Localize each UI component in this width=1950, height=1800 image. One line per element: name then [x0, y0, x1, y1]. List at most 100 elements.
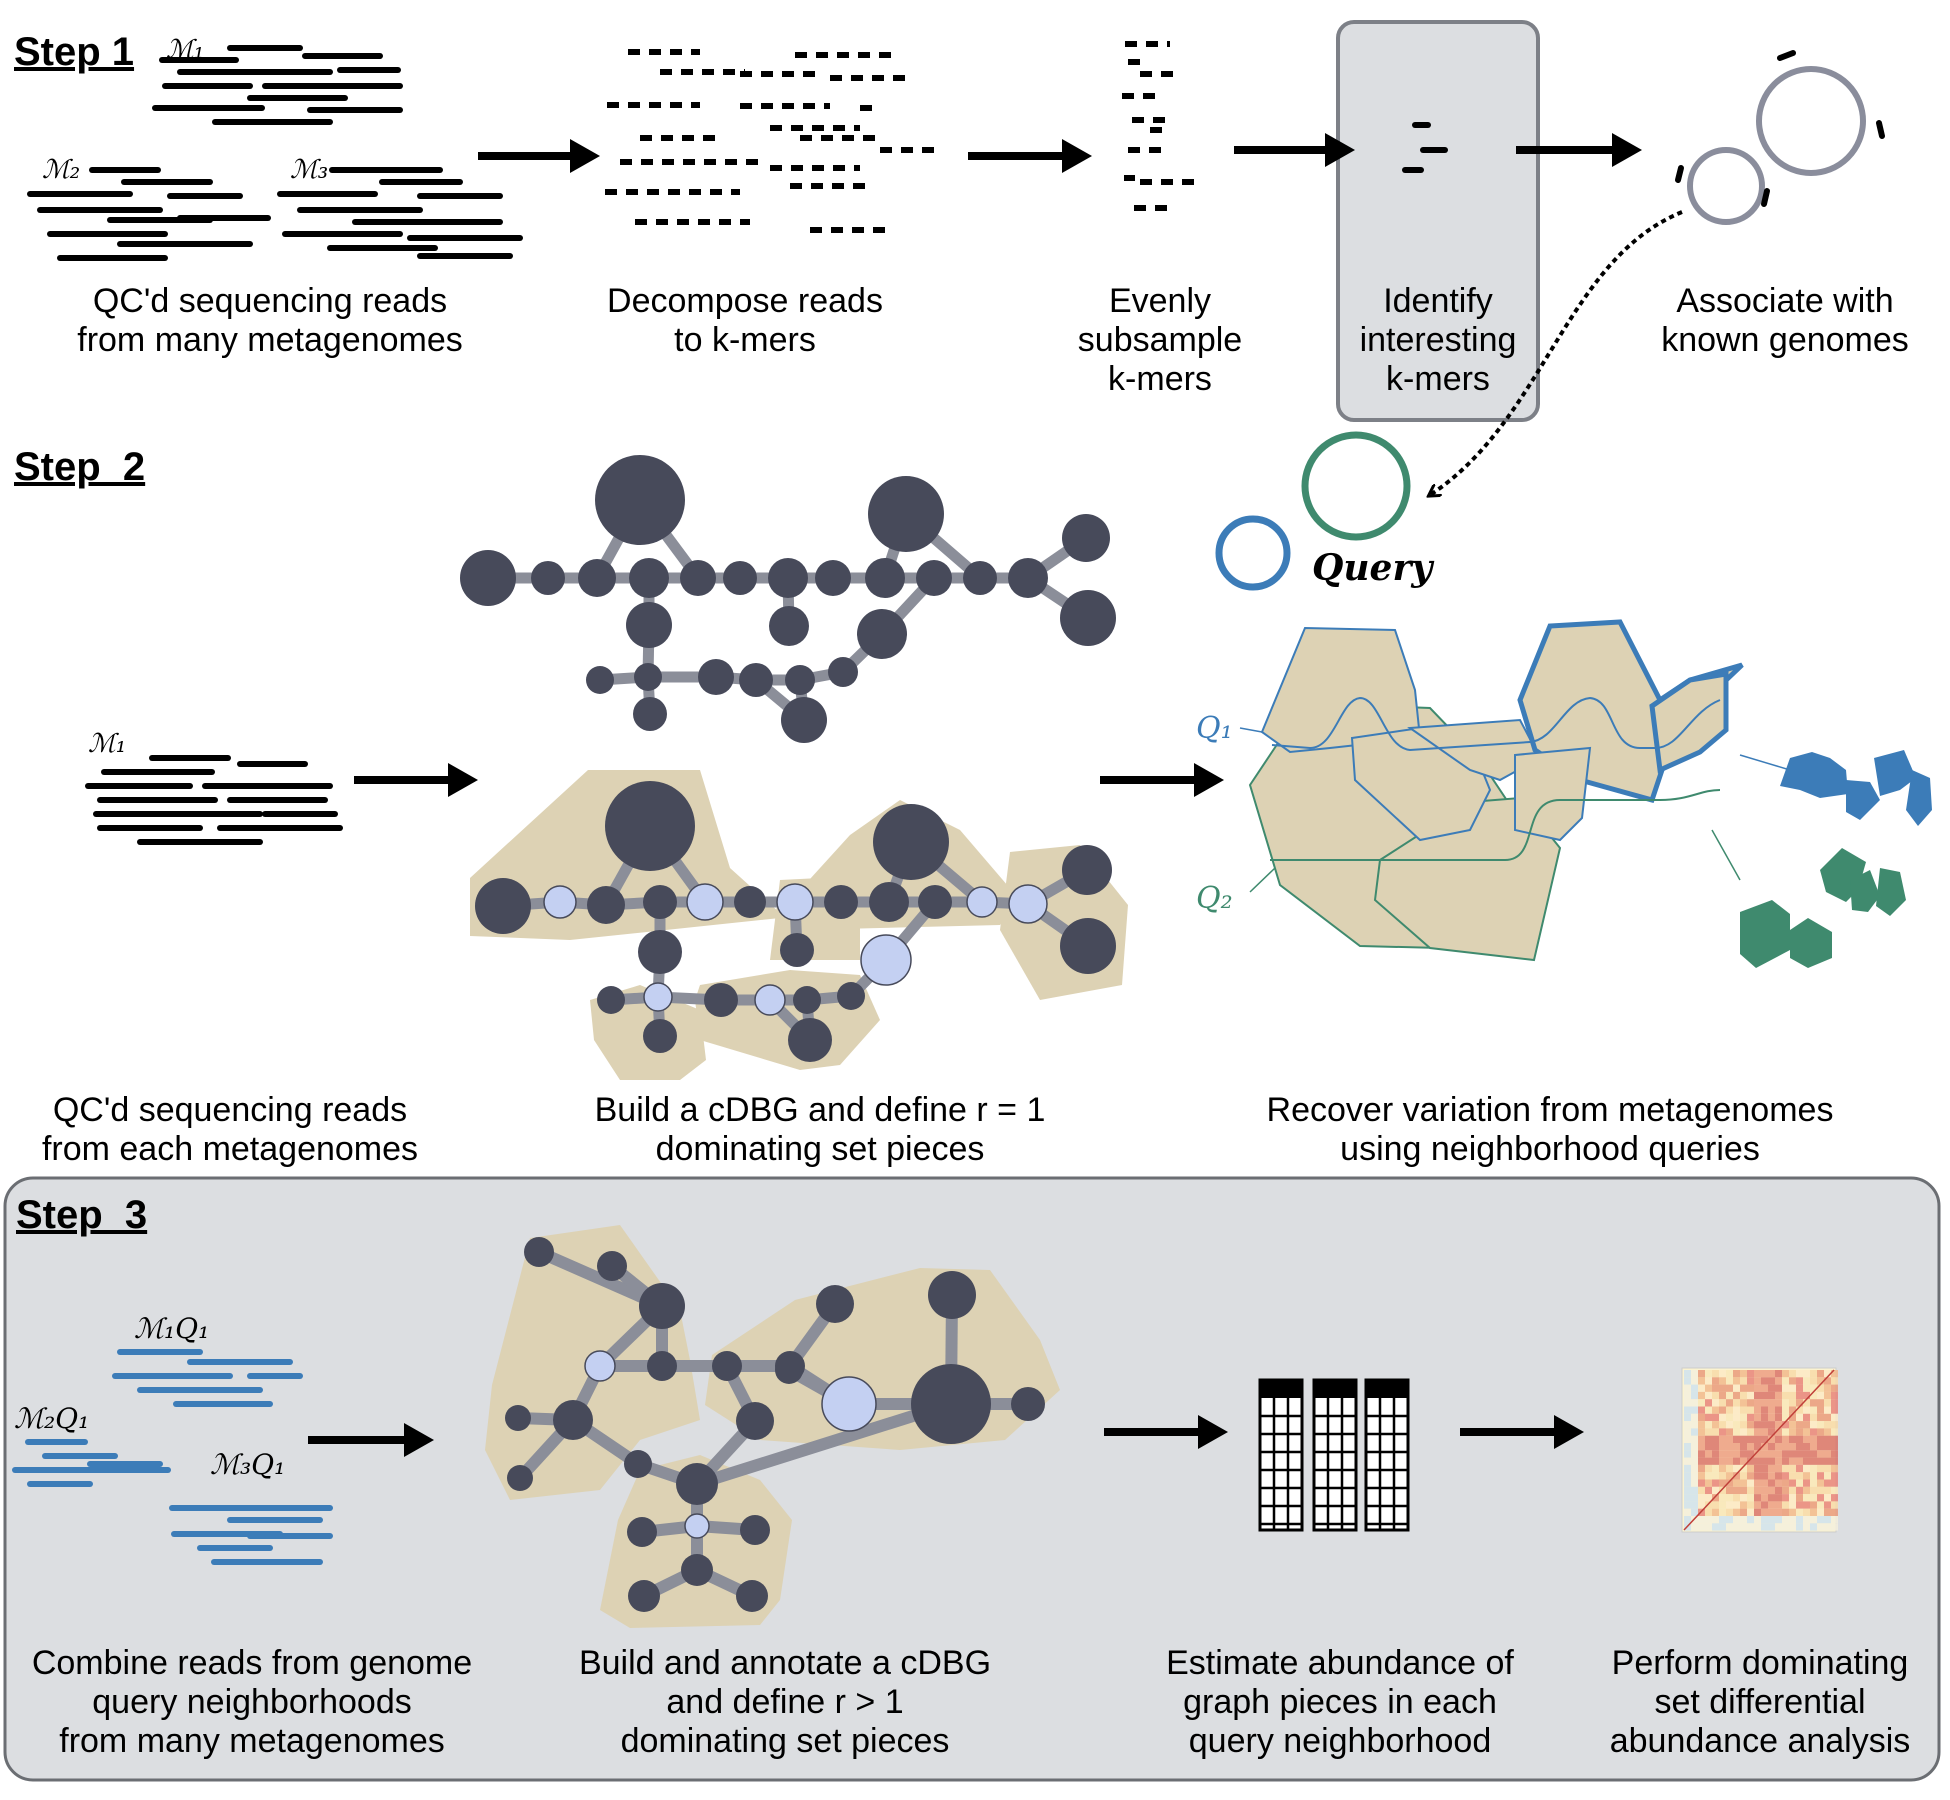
- heatmap-cell: [1768, 1413, 1775, 1422]
- heatmap-cell: [1824, 1428, 1831, 1436]
- caption-combine: Combine reads from genome query neighbor…: [0, 1644, 504, 1761]
- heatmap-cell: [1712, 1479, 1719, 1487]
- heatmap-cell: [1775, 1428, 1782, 1436]
- heatmap-cell: [1810, 1391, 1817, 1400]
- heatmap-cell: [1782, 1399, 1789, 1407]
- heatmap-cell: [1691, 1406, 1698, 1414]
- heatmap-cell: [1726, 1428, 1733, 1436]
- caption-line: Estimate abundance of: [1166, 1644, 1514, 1682]
- heatmap-cell: [1712, 1464, 1719, 1473]
- heatmap-cell: [1803, 1443, 1810, 1451]
- heatmap-cell: [1817, 1370, 1824, 1378]
- heatmap-cell: [1712, 1501, 1719, 1509]
- heatmap-cell: [1810, 1435, 1817, 1443]
- heatmap-cell: [1761, 1457, 1768, 1465]
- heatmap-cell: [1775, 1464, 1782, 1473]
- heatmap-cell: [1789, 1384, 1796, 1392]
- heatmap-cell: [1712, 1391, 1719, 1400]
- heatmap-cell: [1747, 1443, 1754, 1451]
- heatmap-cell: [1775, 1435, 1782, 1443]
- heatmap-cell: [1810, 1399, 1817, 1407]
- heatmap-cell: [1747, 1508, 1754, 1516]
- heatmap-cell: [1817, 1501, 1824, 1509]
- caption-line: Perform dominating: [1611, 1644, 1909, 1682]
- heatmap-cell: [1796, 1494, 1803, 1502]
- heatmap-cell: [1768, 1384, 1775, 1392]
- heatmap-cell: [1747, 1399, 1754, 1407]
- graph-node: [1060, 918, 1116, 974]
- heatmap-cell: [1740, 1428, 1747, 1436]
- graph-node: [586, 666, 614, 694]
- label-m1q1: ℳ₁Q₁: [134, 1312, 209, 1345]
- heatmap-cell: [1810, 1450, 1817, 1458]
- heatmap-cell: [1705, 1508, 1712, 1516]
- heatmap-cell: [1733, 1494, 1740, 1502]
- heatmap-cell: [1810, 1443, 1817, 1451]
- caption-line: query neighborhood: [1188, 1722, 1492, 1760]
- caption-line: Identify: [1383, 282, 1493, 320]
- heatmap-cell: [1705, 1384, 1712, 1392]
- heatmap-cell: [1684, 1428, 1691, 1436]
- heatmap-cell: [1761, 1391, 1768, 1400]
- heatmap-cell: [1761, 1508, 1768, 1516]
- heatmap-cell: [1698, 1435, 1705, 1443]
- heatmap-cell: [1796, 1457, 1803, 1465]
- caption-qc-reads-each: QC'd sequencing reads from each metageno…: [10, 1091, 450, 1169]
- heatmap-cell: [1733, 1508, 1740, 1516]
- heatmap-cell: [1824, 1377, 1831, 1385]
- heatmap-cell: [1705, 1443, 1712, 1451]
- heatmap-cell: [1803, 1464, 1810, 1473]
- heatmap-cell: [1761, 1435, 1768, 1443]
- arrow-head: [1198, 1415, 1228, 1449]
- heatmap-cell: [1705, 1413, 1712, 1422]
- heatmap-cell: [1733, 1516, 1740, 1524]
- graph-node: [595, 455, 685, 545]
- heatmap-cell: [1719, 1479, 1726, 1487]
- heatmap-cell: [1719, 1435, 1726, 1443]
- caption-line: k-mers: [1108, 360, 1212, 398]
- heatmap-cell: [1698, 1523, 1705, 1531]
- dominating-node: [543, 885, 577, 919]
- graph-node: [918, 885, 952, 919]
- heatmap-cell: [1775, 1377, 1782, 1385]
- heatmap-cell: [1691, 1523, 1698, 1531]
- caption-qc-reads-many: QC'd sequencing reads from many metageno…: [30, 282, 510, 360]
- heatmap-cell: [1698, 1450, 1705, 1458]
- heatmap-cell: [1817, 1391, 1824, 1400]
- heatmap-cell: [1705, 1479, 1712, 1487]
- heatmap-cell: [1831, 1450, 1838, 1458]
- graph-node: [628, 1580, 660, 1612]
- graph-node: [873, 804, 949, 880]
- caption-line: Build and annotate a cDBG: [578, 1644, 992, 1682]
- caption-subsample: Evenly subsample k-mers: [1050, 282, 1270, 399]
- heatmap-cell: [1824, 1472, 1831, 1480]
- heatmap-cell: [1768, 1486, 1775, 1495]
- graph-node: [736, 1580, 768, 1612]
- heatmap-cell: [1803, 1472, 1810, 1480]
- heatmap-cell: [1824, 1370, 1831, 1378]
- heatmap-cell: [1817, 1508, 1824, 1516]
- heatmap-cell: [1684, 1384, 1691, 1392]
- heatmap-cell: [1768, 1370, 1775, 1378]
- heatmap-cell: [1817, 1486, 1824, 1495]
- heatmap-cell: [1817, 1450, 1824, 1458]
- arrow-head: [1194, 763, 1224, 797]
- heatmap-cell: [1796, 1464, 1803, 1473]
- heatmap-cell: [1754, 1428, 1761, 1436]
- heatmap-cell: [1733, 1457, 1740, 1465]
- graph-node: [587, 886, 625, 924]
- heatmap-cell: [1733, 1406, 1740, 1414]
- label-m2q1: ℳ₂Q₁: [14, 1402, 89, 1435]
- heatmap-cell: [1803, 1450, 1810, 1458]
- heatmap-cell: [1691, 1391, 1698, 1400]
- heatmap-cell: [1782, 1391, 1789, 1400]
- heatmap-cell: [1740, 1435, 1747, 1443]
- heatmap-cell: [1740, 1508, 1747, 1516]
- heatmap-cell: [1698, 1377, 1705, 1385]
- heatmap-cell: [1824, 1443, 1831, 1451]
- heatmap-cell: [1796, 1399, 1803, 1407]
- heatmap-cell: [1803, 1413, 1810, 1422]
- heatmap-cell: [1831, 1421, 1838, 1429]
- heatmap-cell: [1719, 1450, 1726, 1458]
